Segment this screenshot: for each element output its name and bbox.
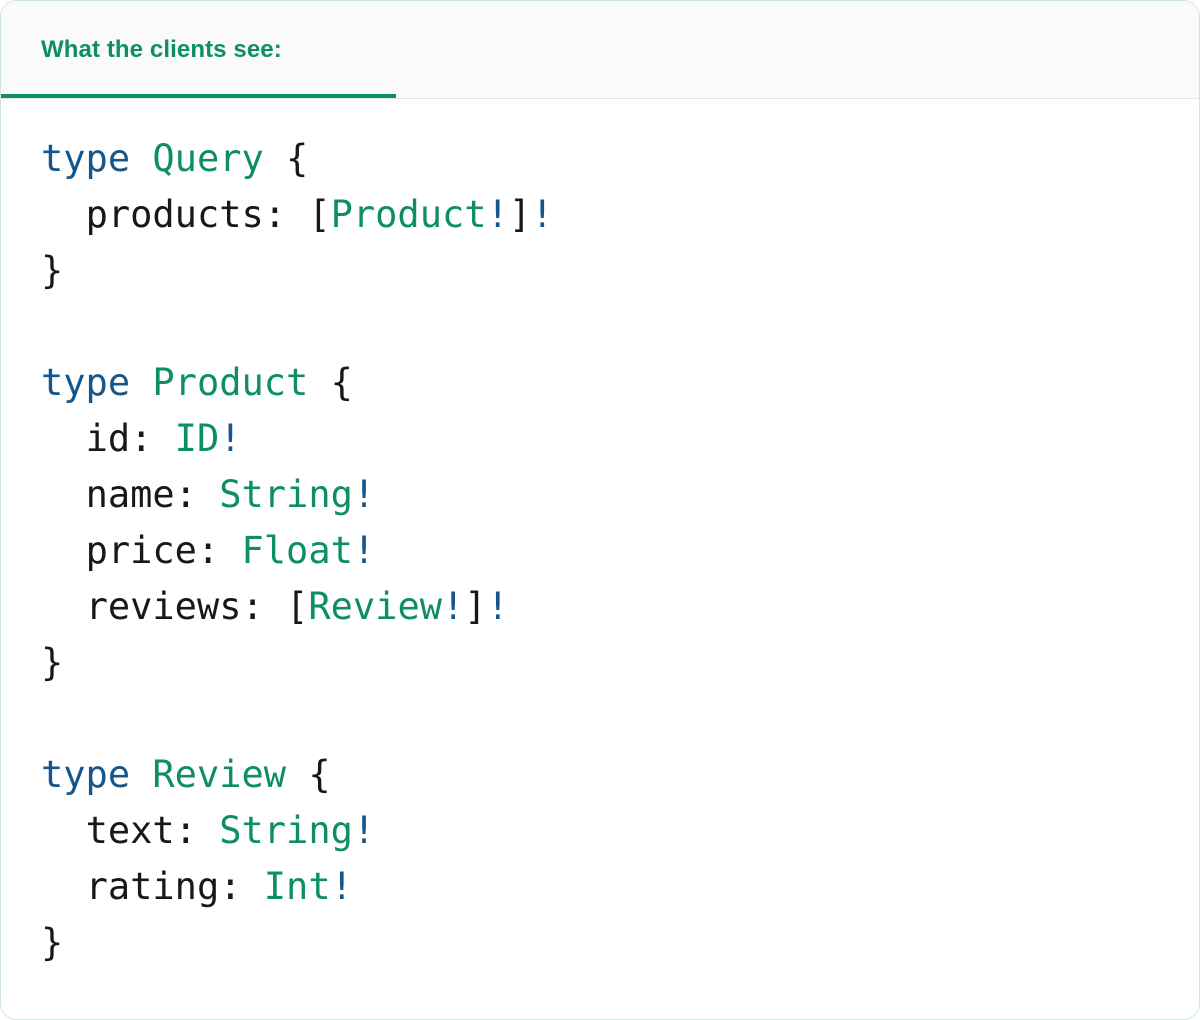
code-token-field: reviews: bbox=[85, 585, 264, 628]
code-token-punct bbox=[242, 865, 264, 908]
code-line: type Review { bbox=[41, 747, 1159, 803]
code-token-bang: ! bbox=[486, 193, 509, 236]
code-token-punct bbox=[130, 361, 152, 404]
code-token-type: Int bbox=[263, 865, 331, 908]
code-line: price: Float! bbox=[41, 523, 1159, 579]
code-token-bang: ! bbox=[352, 529, 376, 572]
code-line: type Product { bbox=[41, 355, 1159, 411]
tab-what-the-clients-see[interactable]: What the clients see: bbox=[1, 1, 396, 98]
code-token-punct bbox=[41, 473, 86, 516]
code-token-field: price: bbox=[85, 529, 220, 572]
code-token-punct bbox=[41, 585, 86, 628]
code-token-punct bbox=[130, 137, 152, 180]
code-token-punct: [ bbox=[286, 193, 331, 236]
code-token-kw: type bbox=[41, 137, 131, 180]
tab-bar: What the clients see: bbox=[1, 1, 1199, 99]
code-token-punct: } bbox=[41, 249, 64, 292]
code-token-type: Product bbox=[330, 193, 487, 236]
code-token-punct bbox=[130, 753, 152, 796]
code-line bbox=[41, 691, 1159, 747]
code-token-type: ID bbox=[174, 417, 220, 460]
code-line: type Query { bbox=[41, 131, 1159, 187]
code-line: } bbox=[41, 243, 1159, 299]
code-token-punct: { bbox=[263, 137, 309, 180]
code-token-bang: ! bbox=[531, 193, 554, 236]
code-line: rating: Int! bbox=[41, 859, 1159, 915]
code-token-bang: ! bbox=[330, 865, 353, 908]
code-line: text: String! bbox=[41, 803, 1159, 859]
code-token-punct: } bbox=[41, 921, 64, 964]
code-line: } bbox=[41, 915, 1159, 971]
code-token-type: String bbox=[219, 473, 353, 516]
code-token-field: name: bbox=[85, 473, 197, 516]
code-token-field: text: bbox=[85, 809, 197, 852]
code-area: type Query { products: [Product!]! } typ… bbox=[1, 99, 1199, 1011]
code-token-field: rating: bbox=[85, 865, 242, 908]
code-token-type: Review bbox=[308, 585, 442, 628]
code-line: name: String! bbox=[41, 467, 1159, 523]
code-token-type: Query bbox=[152, 137, 264, 180]
code-token-bang: ! bbox=[352, 473, 376, 516]
code-line: products: [Product!]! bbox=[41, 187, 1159, 243]
code-line: id: ID! bbox=[41, 411, 1159, 467]
code-token-kw: type bbox=[41, 361, 131, 404]
code-token-punct: [ bbox=[263, 585, 309, 628]
code-token-punct bbox=[41, 809, 86, 852]
code-token-punct bbox=[197, 809, 219, 852]
code-token-type: String bbox=[219, 809, 353, 852]
code-token-punct: { bbox=[308, 361, 353, 404]
code-token-punct bbox=[219, 529, 241, 572]
tab-active-underline bbox=[1, 94, 396, 98]
code-token-punct bbox=[41, 417, 86, 460]
code-token-kw: type bbox=[41, 753, 131, 796]
code-token-bang: ! bbox=[352, 809, 376, 852]
code-token-bang: ! bbox=[486, 585, 509, 628]
code-token-punct bbox=[152, 417, 174, 460]
code-token-bang: ! bbox=[219, 417, 242, 460]
code-token-punct: ] bbox=[508, 193, 532, 236]
code-token-punct bbox=[41, 529, 86, 572]
code-token-type: Float bbox=[241, 529, 353, 572]
graphql-schema-code[interactable]: type Query { products: [Product!]! } typ… bbox=[41, 131, 1159, 971]
code-token-punct: ] bbox=[464, 585, 487, 628]
code-token-punct bbox=[41, 865, 86, 908]
code-token-field: id: bbox=[85, 417, 153, 460]
code-line: } bbox=[41, 635, 1159, 691]
code-line: reviews: [Review!]! bbox=[41, 579, 1159, 635]
code-token-punct bbox=[197, 473, 219, 516]
tab-label: What the clients see: bbox=[41, 35, 282, 63]
code-token-field: products: bbox=[85, 193, 287, 236]
code-token-type: Review bbox=[152, 753, 287, 796]
code-line bbox=[41, 299, 1159, 355]
code-token-punct: } bbox=[41, 641, 64, 684]
code-token-type: Product bbox=[152, 361, 309, 404]
code-token-punct bbox=[41, 193, 86, 236]
code-token-punct: { bbox=[286, 753, 331, 796]
code-token-bang: ! bbox=[442, 585, 465, 628]
